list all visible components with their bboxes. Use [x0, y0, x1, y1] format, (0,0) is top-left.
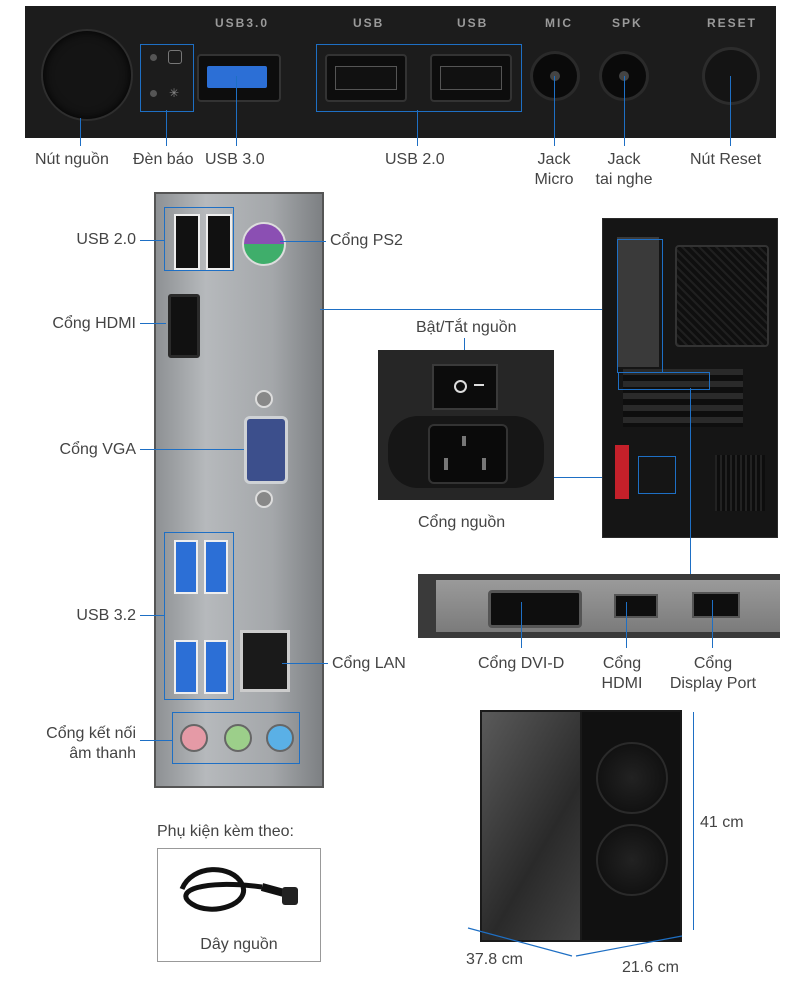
dvi-port[interactable]	[488, 590, 582, 628]
io-usb32-box	[164, 532, 234, 700]
rear-gpu-box	[618, 372, 710, 390]
power-button[interactable]	[43, 31, 131, 119]
accessory-box: Dây nguồn	[157, 848, 321, 962]
io-hdmi-port[interactable]	[168, 294, 200, 358]
print-mic: MIC	[545, 16, 573, 30]
psu-detail	[378, 350, 554, 500]
label-io-hdmi: Cổng HDMI	[52, 315, 136, 332]
label-usb32: USB 3.2	[76, 607, 136, 624]
rear-io-area	[617, 237, 659, 367]
rear-psu-label	[615, 445, 629, 499]
vga-port[interactable]	[244, 416, 288, 484]
vga-screw-top	[255, 390, 273, 408]
rear-vent	[715, 455, 765, 511]
hdd-led-icon	[150, 54, 157, 61]
vga-screw-bottom	[255, 490, 273, 508]
label-width: 21.6 cm	[622, 959, 679, 976]
io-shield	[154, 192, 324, 788]
usb20-port-a[interactable]	[325, 54, 407, 102]
gpu-hdmi-port[interactable]	[614, 594, 658, 618]
print-usb-a: USB	[353, 16, 385, 30]
label-usb30: USB 3.0	[205, 151, 265, 168]
io-usb20-box	[164, 207, 234, 271]
label-ps2: Cổng PS2	[330, 232, 403, 249]
rear-io-box	[617, 239, 663, 373]
audio-jack-pink[interactable]	[180, 724, 208, 752]
power-led-icon	[150, 90, 157, 97]
label-power-button: Nút nguồn	[35, 151, 109, 168]
label-usb20-front: USB 2.0	[385, 151, 445, 168]
pc-case-front	[480, 710, 682, 942]
displayport-port[interactable]	[692, 592, 740, 618]
print-reset: RESET	[707, 16, 758, 30]
power-switch[interactable]	[432, 364, 498, 410]
label-power-switch: Bật/Tắt nguồn	[416, 319, 517, 336]
audio-jack-blue[interactable]	[266, 724, 294, 752]
lan-port[interactable]	[240, 630, 290, 692]
case-front-mesh	[580, 710, 682, 942]
hdd-symbol-icon	[168, 50, 182, 64]
label-io-usb20: USB 2.0	[76, 231, 136, 248]
io-usb20-port-1[interactable]	[174, 214, 200, 270]
ps2-port[interactable]	[242, 222, 286, 266]
gpu-bracket	[418, 574, 780, 638]
io-usb20-port-2[interactable]	[206, 214, 232, 270]
print-usb-b: USB	[457, 16, 489, 30]
usb32-port-2[interactable]	[204, 540, 228, 594]
label-reset-button: Nút Reset	[690, 151, 762, 168]
usb30-port[interactable]	[197, 54, 281, 102]
audio-jack-green[interactable]	[224, 724, 252, 752]
dimension-lines	[467, 927, 683, 957]
front-fan-bottom-icon	[596, 824, 668, 896]
label-indicator: Đèn báo	[133, 151, 194, 168]
print-usb30: USB3.0	[215, 16, 270, 30]
power-cable-icon	[179, 867, 298, 912]
label-vga: Cổng VGA	[59, 441, 136, 458]
usb32-port-4[interactable]	[204, 640, 228, 694]
label-power-cable: Dây nguồn	[200, 936, 278, 953]
print-spk: SPK	[612, 16, 643, 30]
front-panel: ✳ USB3.0 USB USB MIC SPK RESET	[25, 6, 776, 138]
front-fan-top-icon	[596, 742, 668, 814]
usb20-box	[316, 44, 522, 112]
usb32-port-1[interactable]	[174, 540, 198, 594]
rear-psu-box	[638, 456, 676, 494]
label-power-port: Cổng nguồn	[418, 514, 506, 531]
label-dvi: Cổng DVI-D	[478, 655, 565, 672]
rear-fan	[675, 245, 769, 347]
mic-jack[interactable]	[533, 54, 577, 98]
usb32-port-3[interactable]	[174, 640, 198, 694]
usb20-port-b[interactable]	[430, 54, 512, 102]
indicator-box	[140, 44, 194, 112]
io-audio-box	[172, 712, 300, 764]
indicator-leds: ✳	[140, 44, 190, 104]
expansion-slots	[623, 369, 743, 427]
label-height: 41 cm	[700, 814, 744, 831]
power-symbol-icon: ✳	[169, 86, 180, 100]
case-side-glass	[480, 710, 584, 942]
label-lan: Cổng LAN	[332, 655, 406, 672]
reset-button[interactable]	[705, 50, 757, 102]
label-depth: 37.8 cm	[466, 951, 523, 968]
power-inlet[interactable]	[388, 416, 544, 488]
accessories-title: Phụ kiện kèm theo:	[157, 823, 294, 840]
